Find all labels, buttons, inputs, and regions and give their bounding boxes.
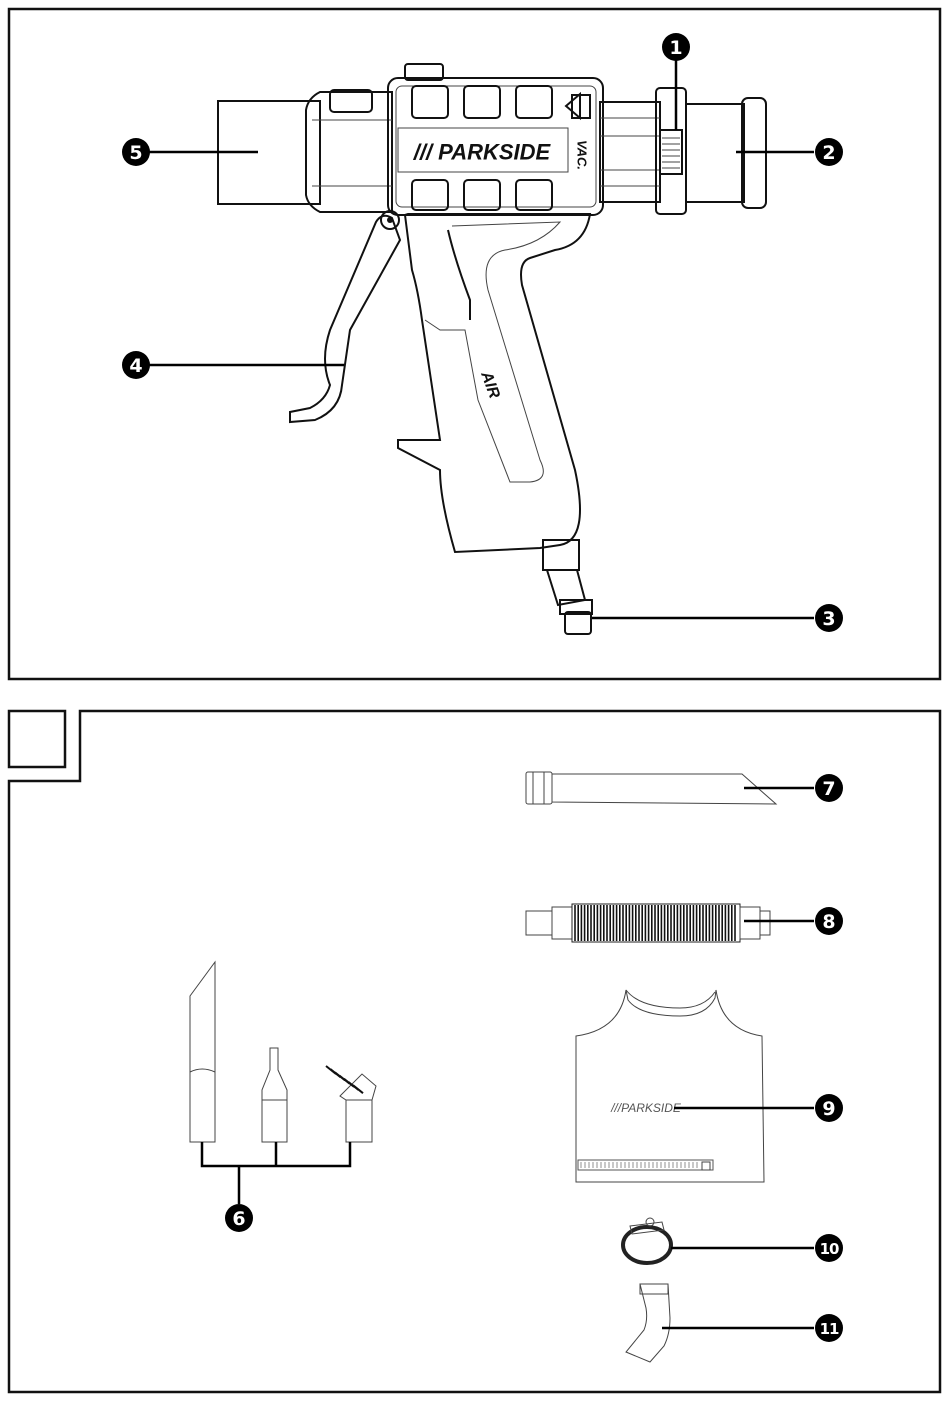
brand-text: /// PARKSIDE [413,140,552,165]
callout-1: 1 [662,33,690,61]
panel-label-box [9,711,65,767]
svg-text:7: 7 [822,778,835,800]
svg-text:10: 10 [820,1240,839,1258]
svg-text:8: 8 [822,911,835,933]
callout-3: 3 [815,604,843,632]
air-connector [565,612,591,634]
callout-10: 10 [815,1234,843,1262]
svg-text:6: 6 [232,1208,245,1230]
vac-text: VAC. [575,140,590,170]
callout-9: 9 [815,1094,843,1122]
callout-11: 11 [815,1314,843,1342]
angled-adapter [626,1284,670,1362]
svg-text:5: 5 [129,142,142,164]
bag-brand-text: ///PARKSIDE [610,1101,682,1115]
hose-clamp [623,1218,671,1263]
callout-6: 6 [225,1204,253,1232]
bottom-panel-frame [9,711,940,1392]
crevice-tube [526,772,776,804]
callout-7: 7 [815,774,843,802]
brush-bristles [326,1066,363,1093]
callout-5: 5 [122,138,150,166]
flexible-hose [526,904,770,942]
callout-4: 4 [122,351,150,379]
hose-ribs [575,905,735,941]
svg-text:2: 2 [822,142,835,164]
svg-text:11: 11 [820,1320,839,1338]
svg-text:3: 3 [822,608,835,630]
blower-gun-drawing: /// PARKSIDE VAC. AIR [218,64,766,634]
top-panel-frame [9,9,940,679]
air-text: AIR [477,368,503,401]
svg-text:9: 9 [822,1098,835,1120]
attachments-set [190,962,376,1142]
svg-text:4: 4 [129,355,142,377]
svg-text:1: 1 [669,37,682,59]
bag-zipper [581,1162,697,1168]
callout-2: 2 [815,138,843,166]
callout-8: 8 [815,907,843,935]
trigger [290,216,400,422]
collection-bag: ///PARKSIDE [576,990,764,1182]
